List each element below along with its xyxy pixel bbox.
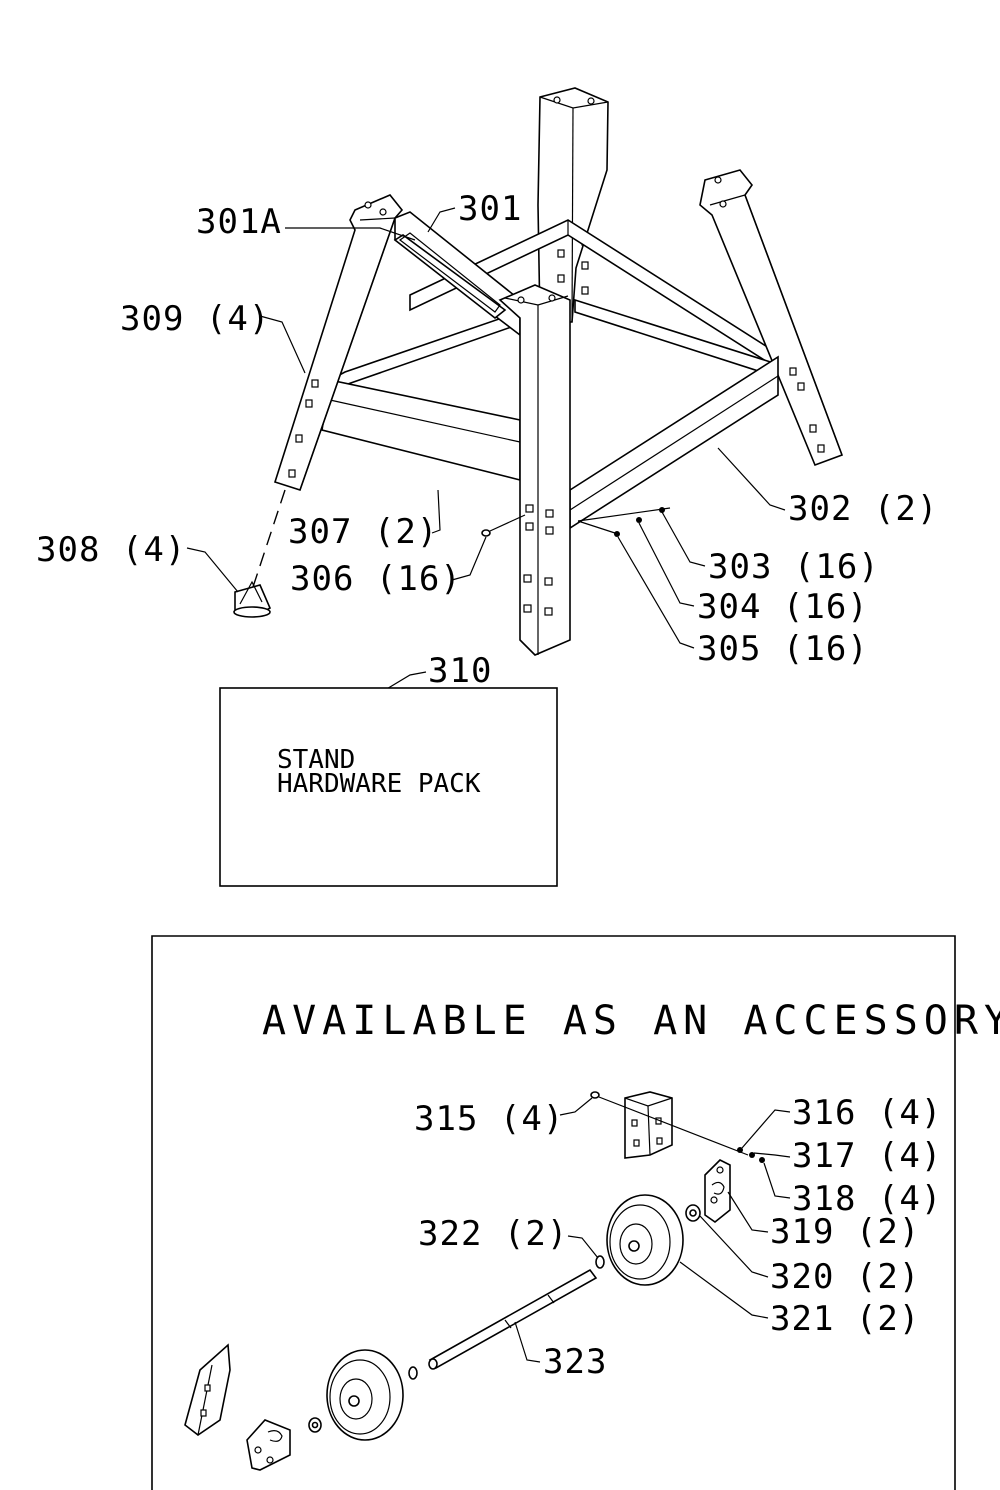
leaders-accessory <box>514 1097 791 1363</box>
label-316: 316 (4) <box>792 1093 942 1133</box>
leg-right <box>699 169 844 467</box>
label-322: 322 (2) <box>418 1214 568 1254</box>
leg-back <box>537 87 609 323</box>
label-317: 317 (4) <box>792 1136 942 1176</box>
hardware-pack-box: STAND HARDWARE PACK <box>219 687 558 887</box>
hardware-pack-line1: STAND <box>277 745 355 775</box>
label-323: 323 <box>543 1342 607 1382</box>
axle-323 <box>428 1268 598 1370</box>
accessory-box: AVAILABLE AS AN ACCESSORY <box>151 935 1000 1490</box>
label-310: 310 <box>428 651 492 691</box>
screw-315 <box>590 1091 749 1156</box>
label-318: 318 (4) <box>792 1179 942 1219</box>
leg-left-309 <box>273 194 404 491</box>
rail-top-301 <box>393 211 521 337</box>
label-309: 309 (4) <box>120 299 270 339</box>
label-302: 302 (2) <box>788 489 938 529</box>
label-305: 305 (16) <box>697 629 869 669</box>
caster-bracket-upper <box>704 1159 731 1223</box>
label-319: 319 (2) <box>770 1212 920 1252</box>
label-315: 315 (4) <box>414 1099 564 1139</box>
stand-assembly: 301A 301 309 (4) 302 (2) 307 (2) 306 (16… <box>36 87 938 691</box>
leg-corner-lower <box>184 1343 231 1436</box>
label-308: 308 (4) <box>36 530 186 570</box>
label-307: 307 (2) <box>288 512 438 552</box>
label-303: 303 (16) <box>708 547 880 587</box>
leg-corner-upper <box>624 1091 673 1159</box>
caster-bracket-lower <box>246 1419 291 1471</box>
wheel-lower <box>326 1349 404 1441</box>
label-306: 306 (16) <box>290 559 462 599</box>
label-321: 321 (2) <box>770 1299 920 1339</box>
label-301A: 301A <box>196 202 282 242</box>
leaders-stand <box>186 207 786 691</box>
rail-front-307 <box>321 379 521 482</box>
label-304: 304 (16) <box>697 587 869 627</box>
hardware-303-305 <box>577 507 671 537</box>
label-301: 301 <box>458 189 522 229</box>
leg-front <box>498 284 571 656</box>
foot-308 <box>233 580 272 618</box>
rail-right-302 <box>569 355 779 530</box>
accessory-title: AVAILABLE AS AN ACCESSORY <box>262 998 1000 1044</box>
screw-306 <box>481 514 526 537</box>
hardware-pack-line2: HARDWARE PACK <box>277 769 481 799</box>
wheel-upper <box>606 1194 684 1286</box>
label-320: 320 (2) <box>770 1257 920 1297</box>
